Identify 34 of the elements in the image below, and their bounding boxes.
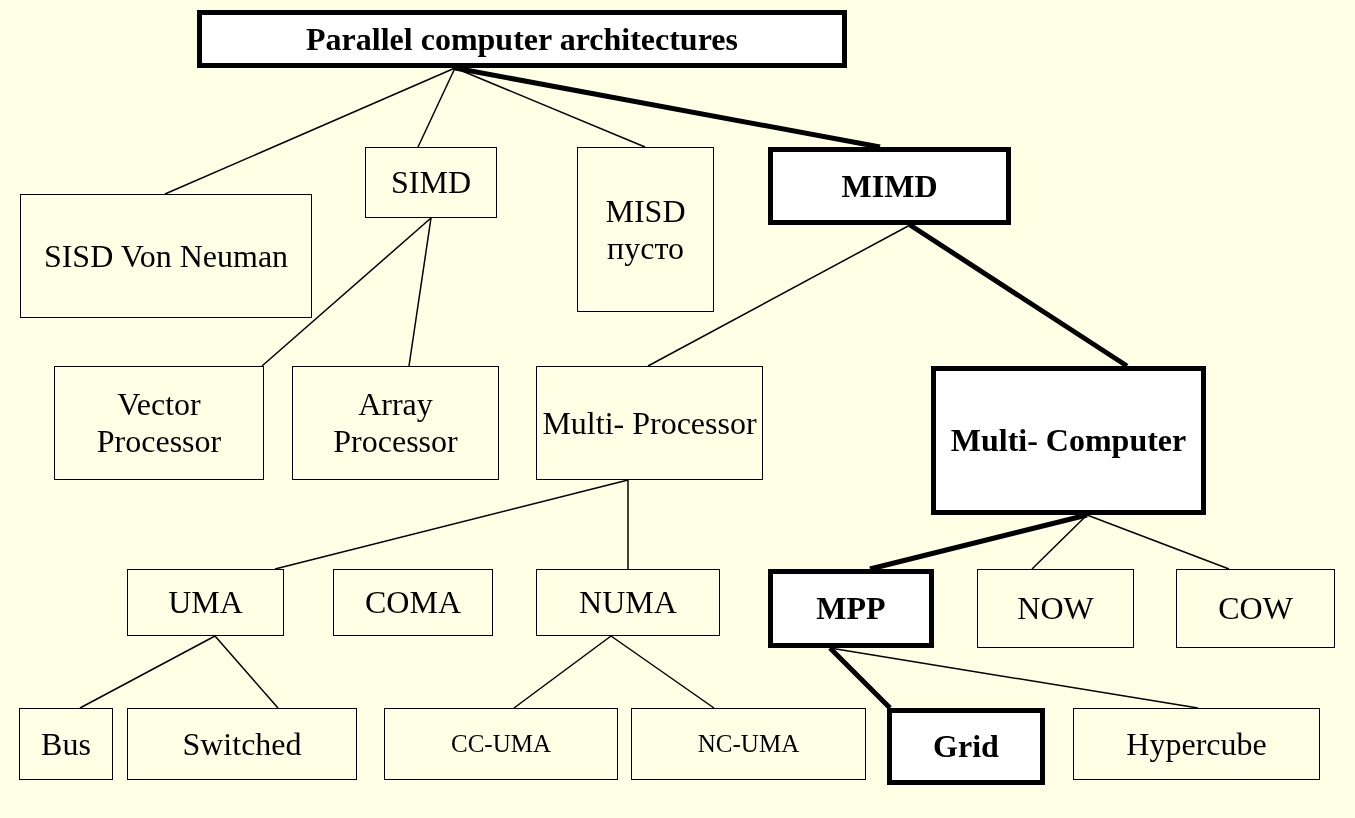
category-box: Grid bbox=[887, 708, 1045, 785]
connector-line bbox=[408, 217, 432, 367]
category-box: Switched bbox=[127, 708, 357, 780]
category-box: NUMA bbox=[536, 569, 720, 636]
category-box: Multi- Computer bbox=[931, 366, 1206, 515]
connector-line bbox=[164, 67, 456, 195]
connector-line bbox=[274, 479, 629, 570]
category-box: Array Processor bbox=[292, 366, 499, 480]
category-box: Hypercube bbox=[1073, 708, 1320, 780]
category-box: UMA bbox=[127, 569, 284, 636]
category-box: CC-UMA bbox=[384, 708, 618, 780]
category-box: MISD пусто bbox=[577, 147, 714, 312]
connector-line bbox=[79, 635, 216, 709]
category-box: COW bbox=[1176, 569, 1335, 648]
connector-line bbox=[627, 479, 629, 570]
category-box: SISD Von Neuman bbox=[20, 194, 312, 318]
connector-line bbox=[828, 646, 892, 710]
connector-line bbox=[261, 217, 432, 367]
connector-line bbox=[1086, 514, 1230, 570]
category-box: SIMD bbox=[365, 147, 497, 218]
category-box: Parallel computer architectures bbox=[197, 10, 847, 68]
category-box: Bus bbox=[19, 708, 113, 780]
category-box: MPP bbox=[768, 569, 934, 648]
connector-line bbox=[647, 224, 911, 367]
connector-line bbox=[513, 635, 612, 709]
category-box: NOW bbox=[977, 569, 1134, 648]
category-box: COMA bbox=[333, 569, 493, 636]
connector-line bbox=[610, 635, 715, 709]
category-box: Multi- Processor bbox=[536, 366, 763, 480]
category-box: NC-UMA bbox=[631, 708, 866, 780]
category-box: MIMD bbox=[768, 147, 1011, 225]
connector-line bbox=[214, 635, 279, 709]
category-box: Vector Processor bbox=[54, 366, 264, 480]
connector-line bbox=[417, 67, 456, 148]
